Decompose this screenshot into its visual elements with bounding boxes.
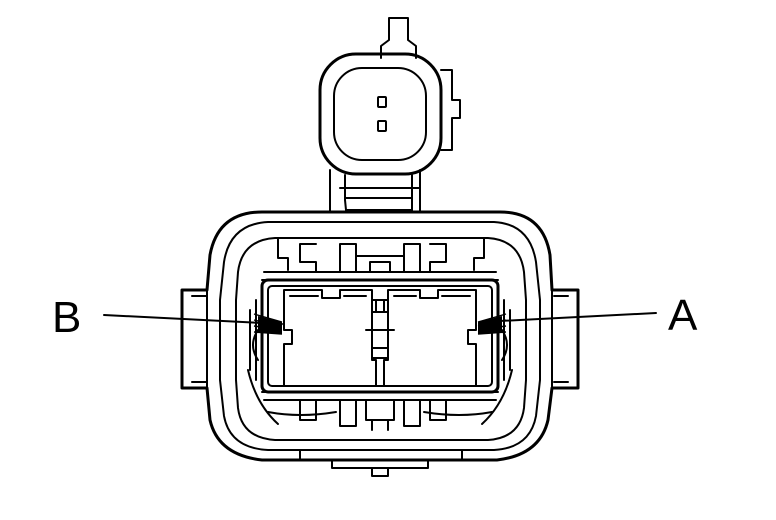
secondary-connector — [318, 17, 461, 213]
leader-line-a — [479, 312, 657, 323]
bottom-ribs — [247, 369, 513, 431]
terminal-block — [249, 278, 511, 394]
main-housing — [180, 210, 580, 477]
terminal-label-a: A — [668, 291, 698, 340]
leader-line-b — [103, 314, 283, 325]
leader-lines — [103, 312, 657, 325]
terminal-label-b: B — [52, 293, 81, 342]
top-ribs — [261, 237, 499, 281]
